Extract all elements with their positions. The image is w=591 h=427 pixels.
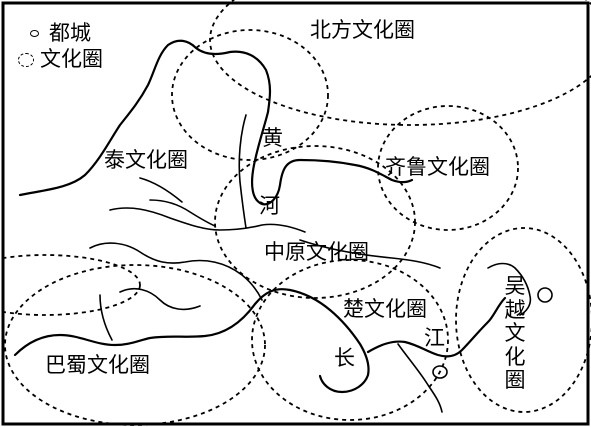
legend-capital-label: 都城 — [49, 21, 91, 45]
huai-river — [299, 239, 441, 269]
han-river — [89, 242, 263, 301]
small-ring-icon — [30, 30, 39, 37]
bashu-culture-label: 巴蜀文化圈 — [45, 353, 150, 377]
yellow-river-label-1: 黄 — [262, 126, 283, 150]
wuyue-culture-circle — [455, 227, 591, 413]
wei-river — [109, 207, 306, 233]
qilu-culture-label: 齐鲁文化圈 — [385, 155, 490, 179]
xiang-river — [397, 343, 443, 413]
luo-river — [149, 199, 216, 227]
bashu-culture-circle — [4, 264, 266, 426]
west-culture-circle — [0, 254, 141, 316]
yellow-river-label-2: 河 — [259, 194, 280, 218]
yangtze-river-label-1: 长 — [334, 346, 355, 370]
fen-river — [238, 114, 247, 229]
qin-culture-label: 泰文化圈 — [104, 148, 188, 172]
taihu-lake — [537, 287, 553, 303]
chu-culture-circle — [251, 259, 449, 421]
north-culture-circle — [209, 0, 591, 126]
yangtze-river — [13, 288, 507, 394]
central-culture-circle — [214, 145, 416, 299]
jing-river — [139, 177, 183, 203]
yangtze-river-label-2: 江 — [424, 326, 445, 350]
north-culture-label: 北方文化圈 — [310, 18, 415, 42]
central-culture-label: 中原文化圈 — [264, 240, 369, 264]
qilu-culture-circle — [377, 105, 519, 231]
qin-culture-circle — [171, 29, 329, 161]
dongting-lake — [432, 365, 448, 379]
wu-coast — [487, 262, 532, 316]
legend-culture-circle-label: 文化圈 — [40, 47, 103, 71]
chu-culture-label: 楚文化圈 — [343, 297, 427, 321]
jialing-river — [119, 288, 201, 311]
legend-capital: 都城 — [30, 23, 91, 44]
wuyue-culture-label: 吴越文化圈 — [504, 274, 526, 393]
min-river — [99, 294, 113, 341]
dashed-circle-icon — [18, 52, 34, 67]
legend-culture-circle: 文化圈 — [18, 49, 103, 70]
yellow-river — [18, 39, 414, 206]
